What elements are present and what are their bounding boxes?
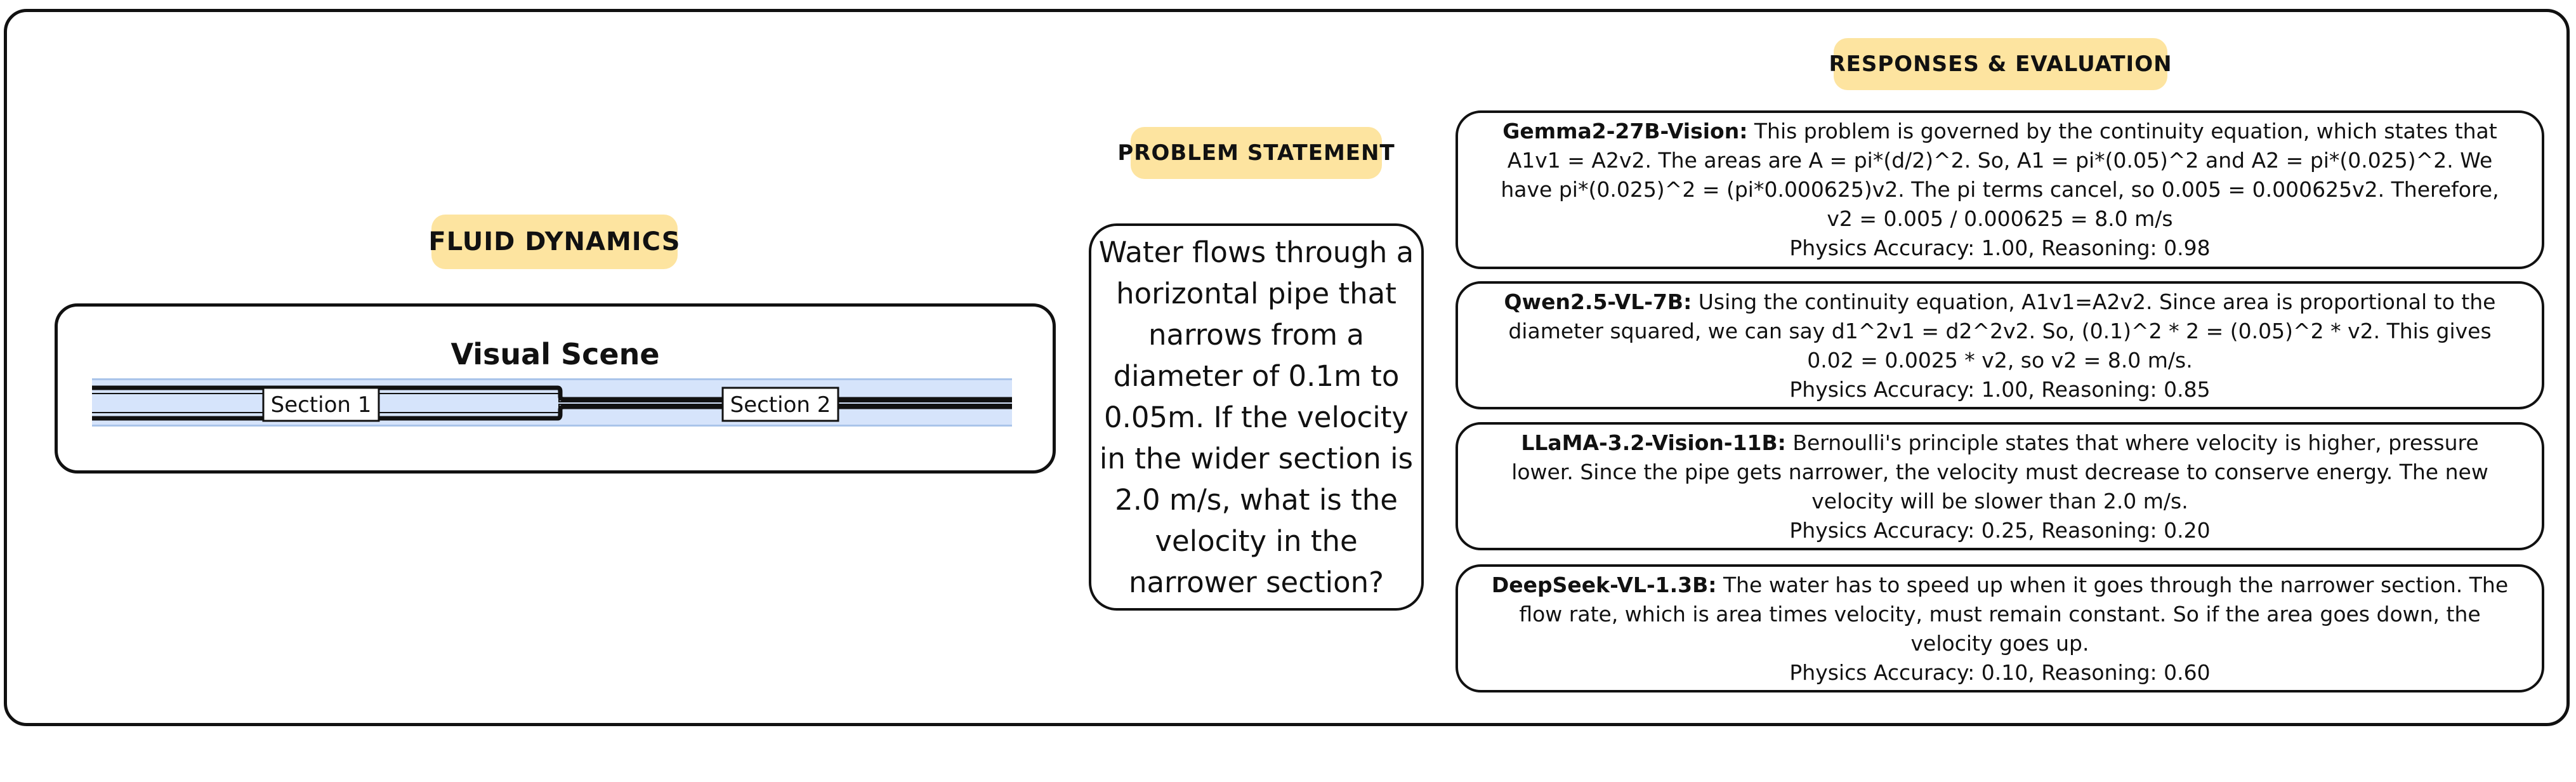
responses-evaluation-tag: RESPONSES & EVALUATION <box>1829 38 2172 90</box>
pipe-water-top-edge <box>92 378 1012 380</box>
pipe-top-wall <box>92 385 1012 402</box>
model-name: LLaMA-3.2-Vision-11B: <box>1521 430 1786 455</box>
section-2-label: Section 2 <box>730 392 831 418</box>
evaluation-score: Physics Accuracy: 0.25, Reasoning: 0.20 <box>1789 518 2211 543</box>
model-name: DeepSeek-VL-1.3B: <box>1491 573 1717 597</box>
section-2-box <box>721 387 839 422</box>
pipe-diagram: Section 1 Section 2 <box>92 378 1012 427</box>
evaluation-score: Physics Accuracy: 1.00, Reasoning: 0.98 <box>1789 235 2211 260</box>
response-text: Using the continuity equation, A1v1=A2v2… <box>1508 289 2496 373</box>
visual-scene-title: Visual Scene <box>450 337 660 371</box>
fluid-dynamics-tag: FLUID DYNAMICS <box>428 215 680 269</box>
section-1-label: Section 1 <box>271 392 372 418</box>
response-text: The water has to speed up when it goes t… <box>1519 573 2509 656</box>
evaluation-score: Physics Accuracy: 0.10, Reasoning: 0.60 <box>1789 660 2211 685</box>
problem-statement-box: Water flows through a horizontal pipe th… <box>1089 223 1424 611</box>
response-body: Qwen2.5-VL-7B: Using the continuity equa… <box>1490 288 2510 375</box>
problem-statement-text: Water flows through a horizontal pipe th… <box>1098 235 1414 599</box>
response-card: DeepSeek-VL-1.3B: The water has to speed… <box>1456 564 2544 693</box>
problem-statement-tag: PROBLEM STATEMENT <box>1117 127 1395 179</box>
model-name: Gemma2-27B-Vision: <box>1502 119 1748 143</box>
response-text: Bernoulli's principle states that where … <box>1511 430 2488 514</box>
visual-scene-panel: Visual Scene Section 1 Section 2 <box>55 303 1056 474</box>
response-text: This problem is governed by the continui… <box>1501 119 2499 231</box>
response-card: Qwen2.5-VL-7B: Using the continuity equa… <box>1456 281 2544 409</box>
pipe-water-bottom-edge <box>92 425 1012 427</box>
response-card: Gemma2-27B-Vision: This problem is gover… <box>1456 110 2544 269</box>
response-body: LLaMA-3.2-Vision-11B: Bernoulli's princi… <box>1490 428 2510 516</box>
evaluation-score: Physics Accuracy: 1.00, Reasoning: 0.85 <box>1789 377 2211 402</box>
response-card: LLaMA-3.2-Vision-11B: Bernoulli's princi… <box>1456 422 2544 550</box>
section-1-box <box>262 387 380 422</box>
pipe-bottom-wall <box>92 404 1012 421</box>
response-body: Gemma2-27B-Vision: This problem is gover… <box>1490 117 2510 234</box>
response-body: DeepSeek-VL-1.3B: The water has to speed… <box>1490 571 2510 658</box>
model-name: Qwen2.5-VL-7B: <box>1504 289 1692 314</box>
